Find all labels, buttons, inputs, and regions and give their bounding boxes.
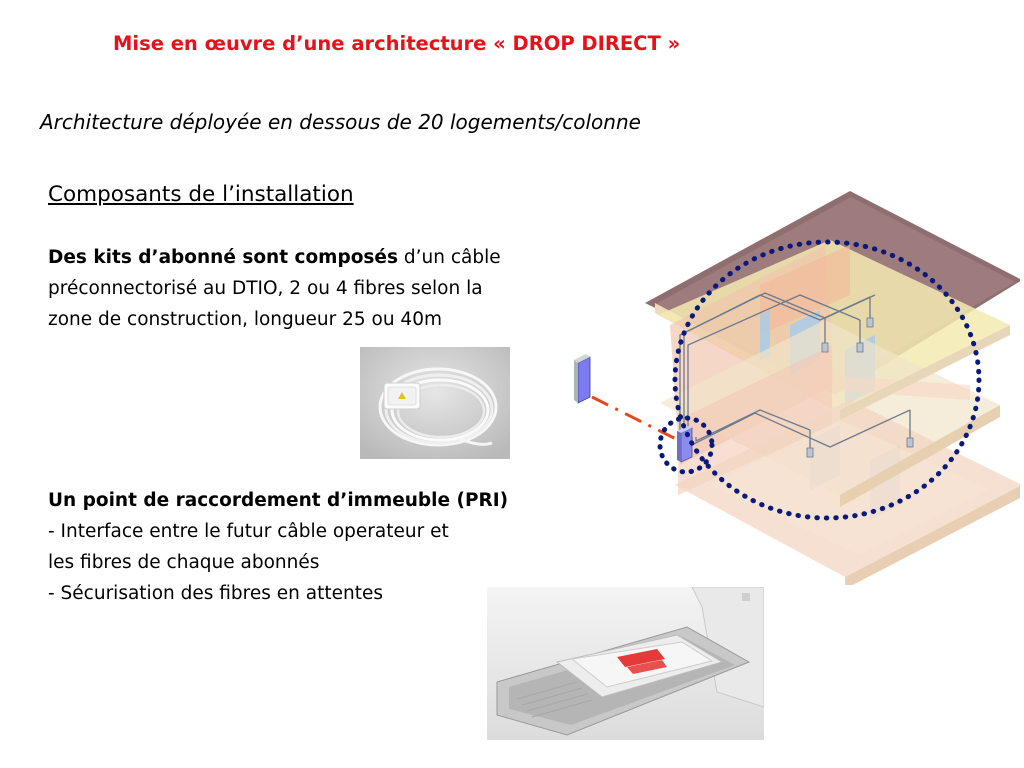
pri-description: Un point de raccordement d’immeuble (PRI… <box>48 485 508 609</box>
pri-line-3: - Sécurisation des fibres en attentes <box>48 583 383 604</box>
pri-box-on-building <box>677 426 693 463</box>
pri-line-1: - Interface entre le futur câble operate… <box>48 521 449 542</box>
slide-title: Mise en œuvre d’une architecture « DROP … <box>113 32 681 55</box>
kit-line-2: préconnectorisé au DTIO, 2 ou 4 fibres s… <box>48 278 483 299</box>
kit-line-3: zone de construction, longueur 25 ou 40m <box>48 309 442 330</box>
pri-heading: Un point de raccordement d’immeuble (PRI… <box>48 490 509 511</box>
section-heading: Composants de l’installation <box>48 182 354 207</box>
kit-line-1: Des kits d’abonné sont composés d’un câb… <box>48 242 501 273</box>
building-architecture-diagram <box>570 185 1022 589</box>
kit-bold-lead: Des kits d’abonné sont composés <box>48 247 398 268</box>
kit-line-1-rest: d’un câble <box>397 247 501 268</box>
operator-link-line <box>591 395 677 441</box>
operator-box-external <box>574 354 591 404</box>
pri-line-2: les fibres de chaque abonnés <box>48 552 320 573</box>
slide-subtitle: Architecture déployée en dessous de 20 l… <box>40 110 641 134</box>
pri-box-photo <box>487 587 764 740</box>
building-dotted-outline <box>672 239 982 521</box>
pri-dotted-outline <box>657 415 715 475</box>
cable-kit-illustration <box>360 347 510 459</box>
building-diagram-svg <box>574 191 1022 589</box>
dtio-box-shape <box>383 382 421 410</box>
cable-kit-photo <box>360 347 510 459</box>
kit-description: Des kits d’abonné sont composés d’un câb… <box>48 242 501 335</box>
pri-box-illustration <box>487 587 764 740</box>
